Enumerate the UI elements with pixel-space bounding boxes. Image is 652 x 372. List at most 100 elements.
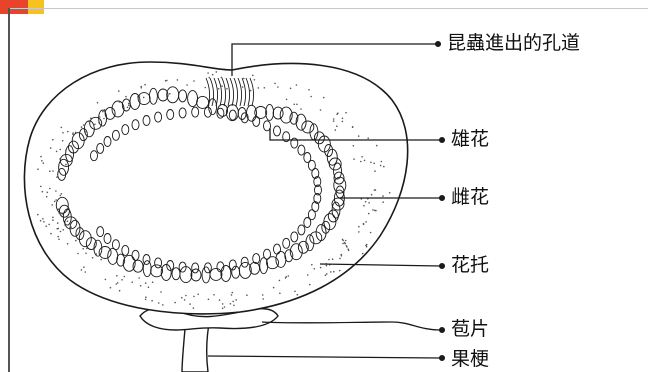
stipple-dot — [363, 223, 365, 225]
stipple-dot — [152, 281, 154, 283]
stipple-dot — [185, 295, 187, 297]
stipple-dot — [242, 86, 244, 88]
stipple-dot — [42, 218, 44, 220]
stipple-dot — [339, 270, 341, 272]
stipple-dot — [59, 158, 61, 160]
stipple-dot — [352, 126, 354, 128]
stipple-dot — [274, 83, 276, 85]
stipple-dot — [368, 202, 370, 204]
stipple-dot — [254, 79, 256, 81]
stipple-dot — [376, 145, 378, 147]
stipple-dot — [72, 132, 74, 134]
stipple-dot — [333, 118, 335, 120]
stipple-dot — [139, 98, 141, 100]
stipple-dot — [279, 293, 281, 295]
stipple-dot — [40, 156, 42, 158]
stipple-dot — [367, 137, 369, 139]
stipple-dot — [128, 103, 130, 105]
stipple-dot — [145, 296, 147, 298]
stipple-dot — [116, 275, 118, 277]
stipple-dot — [90, 117, 92, 119]
stipple-dot — [222, 308, 224, 310]
stipple-dot — [374, 210, 376, 212]
leader-stalk — [208, 356, 440, 358]
stipple-dot — [81, 269, 83, 271]
stipple-dot — [160, 291, 162, 293]
stipple-dot — [138, 277, 140, 279]
stipple-dot — [62, 229, 64, 231]
stipple-dot — [158, 302, 160, 304]
stipple-dot — [294, 291, 296, 293]
label-receptacle: 花托 — [451, 256, 489, 275]
stipple-dot — [58, 165, 60, 167]
stipple-dot — [103, 118, 105, 120]
stipple-dot — [300, 108, 302, 110]
stipple-dot — [307, 274, 309, 276]
stipple-dot — [235, 299, 237, 301]
stipple-dot — [279, 280, 281, 282]
stipple-dot — [45, 225, 47, 227]
stipple-dot — [288, 275, 290, 277]
leader-dot-insect-channel — [436, 42, 441, 47]
stipple-dot — [373, 163, 375, 165]
stipple-dot — [57, 236, 59, 238]
stipple-dot — [137, 96, 139, 98]
stipple-dot — [110, 287, 112, 289]
stipple-dot — [151, 300, 153, 302]
stipple-dot — [310, 96, 312, 98]
stipple-dot — [59, 149, 61, 151]
stipple-dot — [243, 78, 245, 80]
stipple-dot — [61, 193, 63, 195]
stipple-dot — [197, 294, 199, 296]
stipple-dot — [342, 118, 344, 120]
leader-dot-female-flower — [440, 196, 445, 201]
stipple-dot — [51, 204, 53, 206]
stipple-dot — [333, 271, 335, 273]
stipple-dot — [57, 222, 59, 224]
stipple-dot — [345, 112, 347, 114]
stipple-dot — [311, 264, 313, 266]
stipple-dot — [370, 232, 372, 234]
stipple-dot — [75, 132, 77, 134]
stipple-dot — [100, 120, 102, 122]
stipple-dot — [332, 258, 334, 260]
stipple-dot — [67, 220, 69, 222]
stipple-dot — [64, 224, 66, 226]
stipple-dot — [335, 129, 337, 131]
stipple-dot — [48, 224, 50, 226]
stipple-dot — [362, 253, 364, 255]
stipple-dot — [342, 121, 344, 123]
stipple-dot — [193, 80, 195, 82]
stipple-dot — [365, 221, 367, 223]
stipple-dot — [169, 93, 171, 95]
stipple-dot — [139, 95, 141, 97]
stipple-dot — [41, 160, 43, 162]
stipple-dot — [382, 195, 384, 197]
stipple-dot — [333, 120, 335, 122]
stipple-dot — [360, 161, 362, 163]
stipple-dot — [330, 271, 332, 273]
stipple-dot — [102, 111, 104, 113]
stipple-dot — [60, 195, 62, 197]
stipple-dot — [374, 170, 376, 172]
stipple-dot — [49, 188, 51, 190]
stipple-dot — [262, 298, 264, 300]
stipple-dot — [336, 125, 338, 127]
stipple-dot — [193, 307, 195, 309]
stipple-dot — [37, 168, 39, 170]
stipple-dot — [221, 77, 223, 79]
stipple-dot — [75, 240, 77, 242]
stipple-dot — [320, 109, 322, 111]
stipple-dot — [165, 80, 167, 82]
stipple-dot — [286, 276, 288, 278]
stipple-dot — [144, 84, 146, 86]
stipple-dot — [342, 243, 344, 245]
stipple-dot — [121, 279, 123, 281]
stipple-dot — [219, 299, 221, 301]
stipple-dot — [277, 86, 279, 88]
stipple-dot — [232, 301, 234, 303]
stipple-dot — [361, 156, 363, 158]
label-stalk: 果梗 — [451, 350, 489, 369]
stipple-dot — [140, 285, 142, 287]
